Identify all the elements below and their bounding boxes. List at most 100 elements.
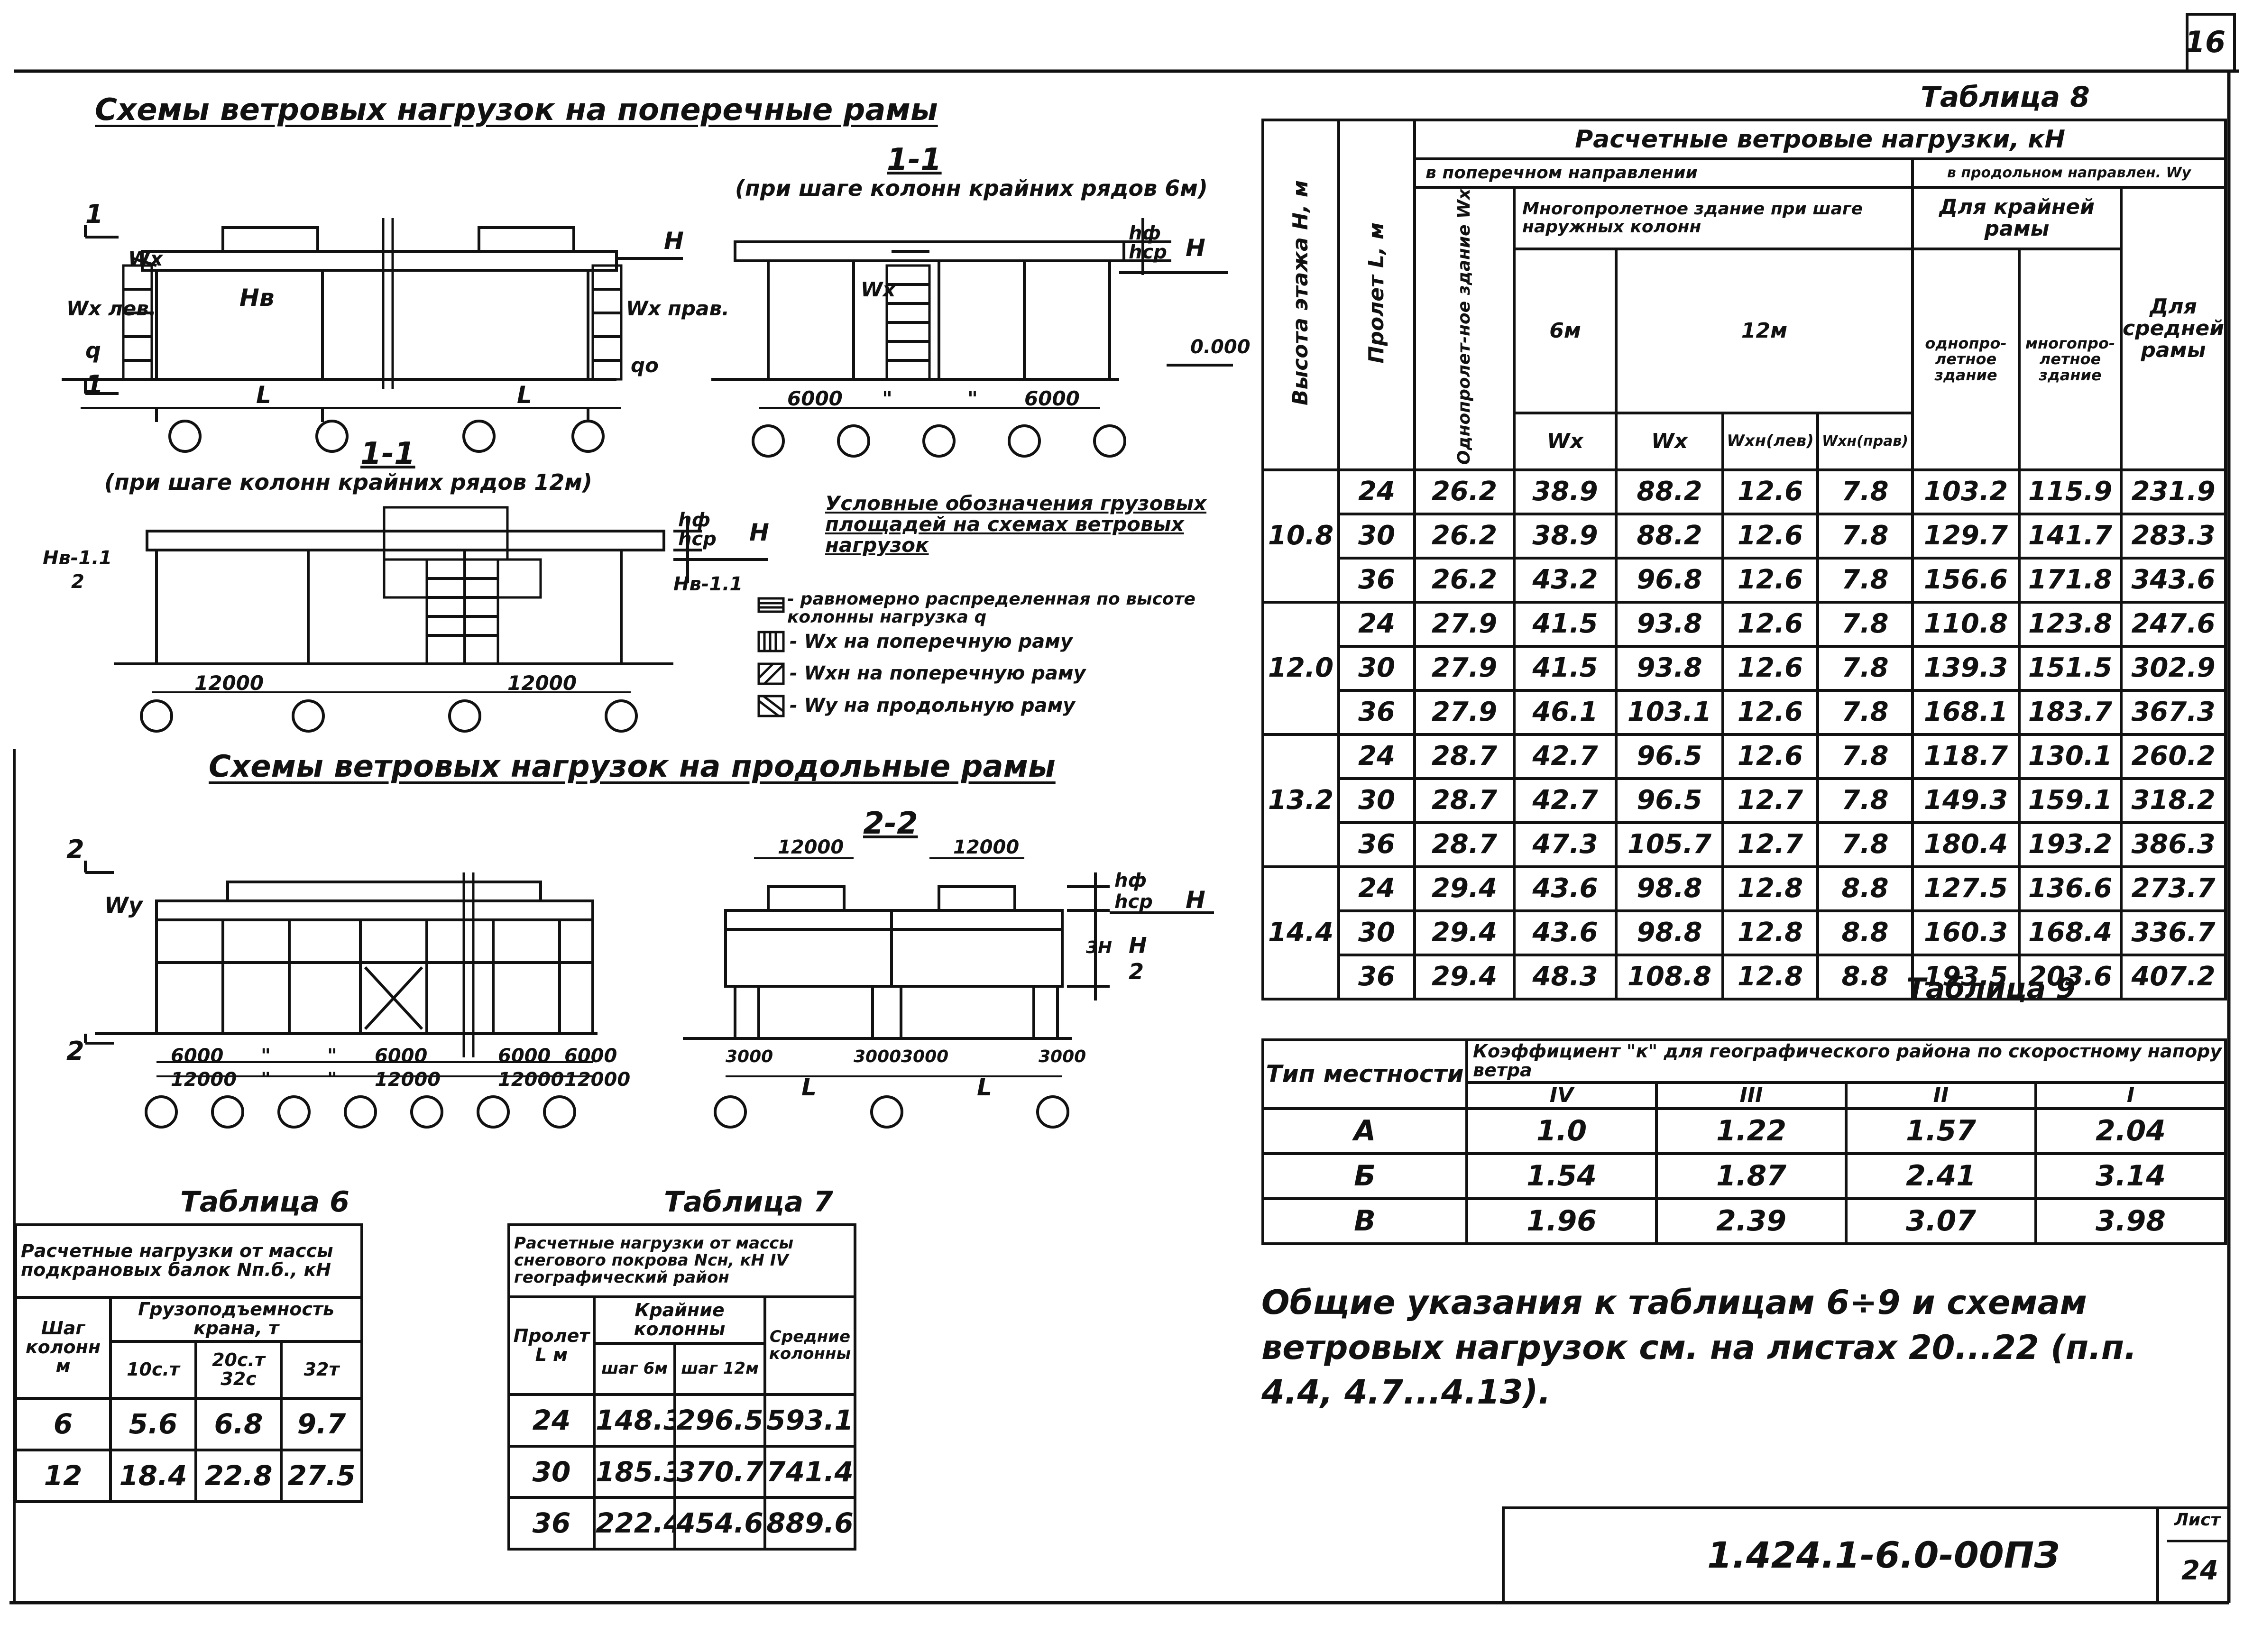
t8-cell: 43.6: [1513, 909, 1618, 956]
dim-6000-b: 6000: [1024, 387, 1080, 410]
t8-cell: 30: [1337, 512, 1416, 560]
t8-cell: 36: [1337, 821, 1416, 868]
label-hf-2: hф: [678, 509, 710, 531]
general-notes: Общие указания к таблицам 6÷9 и схемам в…: [1261, 1283, 2137, 1412]
label-l-2: L: [517, 381, 532, 409]
section-22: [683, 857, 1214, 1129]
t8-cell: 160.3: [1911, 909, 2021, 956]
t8-cell: 407.2: [2119, 953, 2227, 1000]
stamp-frame: [1502, 1506, 2159, 1604]
t8-cell: 156.6: [1911, 556, 2021, 604]
t8-cell: 203.6: [2018, 953, 2123, 1000]
t9-coef-header: Коэффициент "к" для географического райо…: [1465, 1038, 2227, 1084]
t8-cell: 386.3: [2119, 821, 2227, 868]
dim-3000-a: 3000: [726, 1047, 773, 1066]
t8-cell: 302.9: [2119, 644, 2227, 692]
t8-wxprav: Wxн(прав): [1816, 411, 1914, 471]
t6-capacity-header: 32т: [279, 1340, 364, 1400]
t9-cell: В: [1261, 1197, 1468, 1245]
legend-item-wx: - Wx на поперечную раму: [790, 631, 1073, 652]
t8-cell: 24: [1337, 733, 1416, 780]
t8-cell: 151.5: [2018, 644, 2123, 692]
t8-cell: 8.8: [1816, 909, 1914, 956]
t7-col-middle: Средние колонны: [763, 1295, 856, 1396]
t8-cell: 141.7: [2018, 512, 2123, 560]
t8-cell: 46.1: [1513, 688, 1618, 736]
t8-cell: 30: [1337, 909, 1416, 956]
t8-cell: 12.6: [1721, 556, 1819, 604]
t8-cell: 193.5: [1911, 953, 2021, 1000]
t8-cell: 129.7: [1911, 512, 2021, 560]
sec-mark-1-top: 1: [85, 199, 103, 229]
t8-cell: 183.7: [2018, 688, 2123, 736]
t8-cell: 24: [1337, 468, 1416, 515]
t9-region-header: III: [1655, 1081, 1848, 1110]
t8-cell: 98.8: [1615, 865, 1724, 912]
t8-step6: 6м: [1513, 248, 1618, 414]
t7-step6: шаг 6м: [593, 1341, 676, 1396]
t6-cell: 18.4: [109, 1448, 197, 1504]
label-hcp-1: hср: [1129, 241, 1167, 263]
dim-6000-d: 6000: [375, 1045, 427, 1067]
t8-cell: 24: [1337, 865, 1416, 912]
t8-cell: 88.2: [1615, 512, 1724, 560]
t9-cell: 1.0: [1465, 1107, 1658, 1155]
t8-cell: 7.8: [1816, 512, 1914, 560]
t8-cell: 130.1: [2018, 733, 2123, 780]
t8-cell: 12.6: [1721, 512, 1819, 560]
dim-ditto-c: ": [261, 1045, 271, 1067]
label-h-half-den: 2: [1129, 959, 1144, 984]
t8-cell: 12.7: [1721, 777, 1819, 824]
t8-cell: 7.8: [1816, 777, 1914, 824]
title-transverse: Схемы ветровых нагрузок на поперечные ра…: [95, 92, 938, 128]
t8-cell: 48.3: [1513, 953, 1618, 1000]
t8-cell: 28.7: [1413, 821, 1516, 868]
t8-cell: 247.6: [2119, 600, 2227, 648]
t8-cell: 180.4: [1911, 821, 2021, 868]
t9-cell: 1.54: [1465, 1152, 1658, 1200]
t8-cell: 103.2: [1911, 468, 2021, 515]
dim-6000-a: 6000: [787, 387, 843, 410]
dim-3000-d: 3000: [1039, 1047, 1086, 1066]
t9-cell: 3.98: [2034, 1197, 2227, 1245]
label-l-4: L: [977, 1074, 992, 1101]
sheet-number: 24: [2181, 1555, 2218, 1586]
t9-cell: 3.14: [2034, 1152, 2227, 1200]
t8-cell: 283.3: [2119, 512, 2227, 560]
sheet-label: Лист: [2174, 1510, 2221, 1530]
dim-12000-b: 12000: [507, 671, 577, 695]
label-hcp-2: hср: [678, 528, 717, 550]
t8-cell: 139.3: [1911, 644, 2021, 692]
t6-header: Расчетные нагрузки от массы подкрановых …: [14, 1223, 364, 1299]
t7-cell: 296.5: [673, 1393, 766, 1448]
label-3h: 3H: [1086, 938, 1112, 957]
sec-mark-1-bottom: 1: [85, 370, 103, 400]
t9-region-header: II: [1845, 1081, 2037, 1110]
t8-wx6: Wx: [1513, 411, 1618, 471]
t8-cell: 336.7: [2119, 909, 2227, 956]
t7-col-extreme: Крайние колонны: [593, 1295, 766, 1345]
t9-cell: 1.96: [1465, 1197, 1658, 1245]
t8-cell: 273.7: [2119, 865, 2227, 912]
t8-cell: 159.1: [2018, 777, 2123, 824]
t9-region-header: I: [2034, 1081, 2227, 1110]
t8-cell: 96.5: [1615, 777, 1724, 824]
t6-capacity-header: 10с.т: [109, 1340, 197, 1400]
t6-capacity-header: 20с.т 32с: [194, 1340, 283, 1400]
dim-ditto-a: ": [882, 387, 892, 410]
doc-code: 1.424.1-6.0-00ПЗ: [1707, 1534, 2060, 1576]
section-22-label: 2-2: [863, 806, 918, 841]
t8-cell: 27.9: [1413, 600, 1516, 648]
t8-cell: 12.6: [1721, 600, 1819, 648]
dim-12000-e: 12000: [498, 1069, 564, 1091]
t8-cell: 93.8: [1615, 600, 1724, 648]
t8-cell: 43.2: [1513, 556, 1618, 604]
